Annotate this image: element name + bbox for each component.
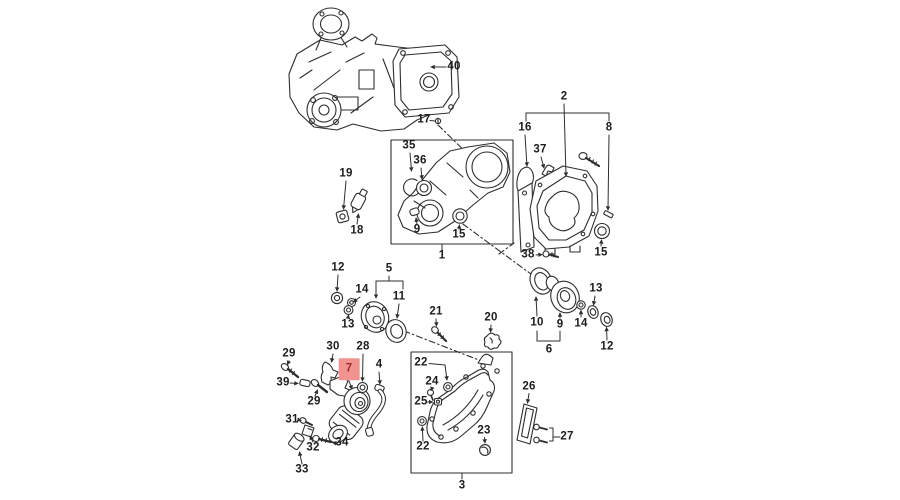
callout-8[interactable]: 8 [605, 121, 613, 134]
callout-31[interactable]: 31 [285, 413, 299, 426]
plug-9-part [409, 207, 420, 217]
nut-22a-part [443, 382, 453, 392]
nut-12a-part [330, 291, 344, 305]
callout-36[interactable]: 36 [413, 154, 427, 167]
hose-4-part [364, 383, 386, 437]
callout-22-a[interactable]: 22 [414, 356, 428, 369]
actuator-7-part [343, 386, 371, 416]
bolt-38-part [542, 250, 550, 258]
nut-22b-part [417, 416, 427, 426]
washer-13-part [587, 305, 599, 319]
callout-32[interactable]: 32 [306, 441, 320, 454]
callout-34[interactable]: 34 [335, 436, 349, 449]
group-box-1 [390, 139, 514, 245]
flange-5-part [360, 301, 390, 333]
snap-ring-35-part [403, 178, 419, 197]
callout-17[interactable]: 17 [417, 113, 431, 126]
callout-21[interactable]: 21 [429, 305, 443, 318]
callout-40[interactable]: 40 [447, 60, 461, 73]
callout-16[interactable]: 16 [518, 121, 532, 134]
plate-26-drawing [516, 403, 548, 445]
seal-36-part [415, 179, 433, 197]
grommet-28-part [356, 381, 369, 394]
callout-29-a[interactable]: 29 [282, 347, 296, 360]
flange-9-part [545, 275, 580, 314]
callout-4[interactable]: 4 [375, 358, 383, 371]
callout-29-b[interactable]: 29 [307, 395, 321, 408]
callout-19[interactable]: 19 [339, 167, 353, 180]
callout-38[interactable]: 38 [521, 248, 535, 261]
callout-28[interactable]: 28 [356, 340, 370, 353]
middle-parts-drawing [330, 188, 407, 343]
callout-39[interactable]: 39 [276, 376, 290, 389]
callout-2[interactable]: 2 [560, 90, 568, 103]
callout-18[interactable]: 18 [350, 224, 364, 237]
callout-24[interactable]: 24 [425, 375, 439, 388]
actuator-cluster-drawing [280, 361, 386, 450]
callout-27[interactable]: 27 [560, 430, 574, 443]
callout-20[interactable]: 20 [484, 311, 498, 324]
callout-15-right[interactable]: 15 [594, 246, 608, 259]
screw-24-part [426, 388, 435, 397]
lever-30-part [320, 361, 339, 386]
housing-1-drawing [397, 117, 511, 235]
callout-9-left[interactable]: 9 [413, 223, 421, 236]
callout-37[interactable]: 37 [533, 143, 547, 156]
callout-35[interactable]: 35 [402, 139, 416, 152]
callout-3[interactable]: 3 [458, 479, 466, 492]
nut-25-part [433, 397, 443, 406]
callout-6[interactable]: 6 [545, 343, 553, 356]
callout-15-left[interactable]: 15 [452, 228, 466, 241]
transfer-case-assembly-drawing [288, 7, 460, 132]
callout-13-left[interactable]: 13 [341, 318, 355, 331]
callout-25[interactable]: 25 [414, 395, 428, 408]
seal-11-part [385, 319, 407, 343]
callout-30[interactable]: 30 [326, 340, 340, 353]
pin-39-part [299, 378, 311, 388]
leader-lines [286, 64, 611, 480]
callout-14-left[interactable]: 14 [355, 283, 369, 296]
switch-18-part [350, 188, 368, 214]
callout-12-left[interactable]: 12 [331, 261, 345, 274]
callout-9-right[interactable]: 9 [556, 318, 564, 331]
callout-11[interactable]: 11 [392, 290, 406, 303]
callout-22-b[interactable]: 22 [416, 440, 430, 453]
flange-group-right-drawing [529, 267, 613, 327]
cover-3-drawing [417, 326, 502, 456]
callout-33[interactable]: 33 [295, 463, 309, 476]
plug-33-part [288, 432, 305, 450]
callout-1[interactable]: 1 [438, 249, 446, 262]
nut-14-part [576, 300, 586, 310]
callout-12-right[interactable]: 12 [600, 340, 614, 353]
callout-10[interactable]: 10 [530, 316, 544, 329]
nut-12-part [600, 312, 613, 327]
bolt-27a-part [533, 423, 540, 431]
fitting-32-part [301, 424, 315, 438]
bracket-37-part [541, 164, 555, 177]
callout-26[interactable]: 26 [522, 380, 536, 393]
callout-13-right[interactable]: 13 [589, 282, 603, 295]
nut-19-part [335, 209, 350, 224]
bolt-27b-part [533, 436, 540, 444]
washer-13a-part [343, 305, 354, 315]
housing-2-drawing [516, 152, 614, 258]
seal-15b-part [593, 222, 611, 240]
clip-8-part [603, 210, 614, 219]
callout-23[interactable]: 23 [477, 424, 491, 437]
callout-5[interactable]: 5 [385, 262, 393, 275]
callout-14-right[interactable]: 14 [574, 317, 588, 330]
callout-7-selected[interactable]: 7 [338, 358, 360, 380]
plug-23-part [479, 444, 491, 456]
seal-15-part [452, 208, 468, 224]
